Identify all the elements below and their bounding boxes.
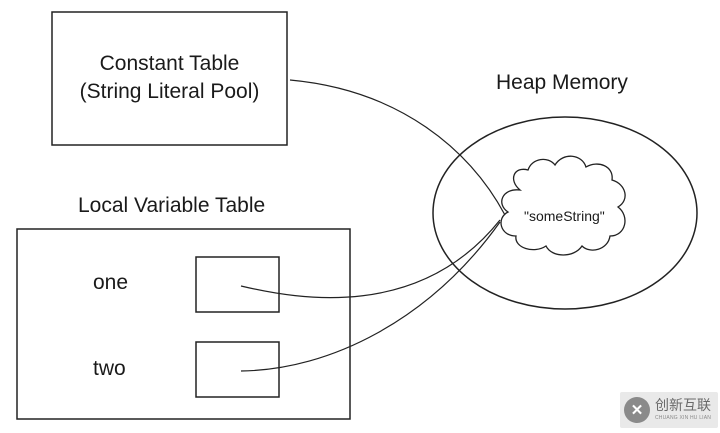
variable-label-two: two xyxy=(93,357,126,380)
watermark-text-cn: 创新互联 xyxy=(655,398,711,414)
string-object-label: "someString" xyxy=(524,208,605,224)
variable-label-one: one xyxy=(93,271,129,294)
heap-memory-title: Heap Memory xyxy=(496,71,628,94)
local-variable-table-title: Local Variable Table xyxy=(78,194,266,217)
watermark-text: 创新互联 CHUANG XIN HU LIAN xyxy=(655,399,711,421)
connector-constant-to-string xyxy=(289,79,506,216)
constant-table-subtitle: (String Literal Pool) xyxy=(79,80,260,103)
watermark: ✕ 创新互联 CHUANG XIN HU LIAN xyxy=(620,392,718,428)
constant-table-box xyxy=(51,11,288,146)
slot-box-two xyxy=(195,341,280,398)
constant-table-label: Constant Table (String Literal Pool) xyxy=(52,50,287,106)
slot-box-one xyxy=(195,256,280,313)
heap-ellipse xyxy=(432,116,698,310)
connector-two-to-string xyxy=(240,221,501,372)
connector-one-to-string xyxy=(240,219,501,299)
string-object-cloud xyxy=(500,155,626,256)
watermark-text-en: CHUANG XIN HU LIAN xyxy=(655,415,712,421)
watermark-logo-icon: ✕ xyxy=(624,397,650,423)
local-variable-table-box xyxy=(16,228,351,420)
constant-table-title: Constant Table xyxy=(99,52,240,75)
